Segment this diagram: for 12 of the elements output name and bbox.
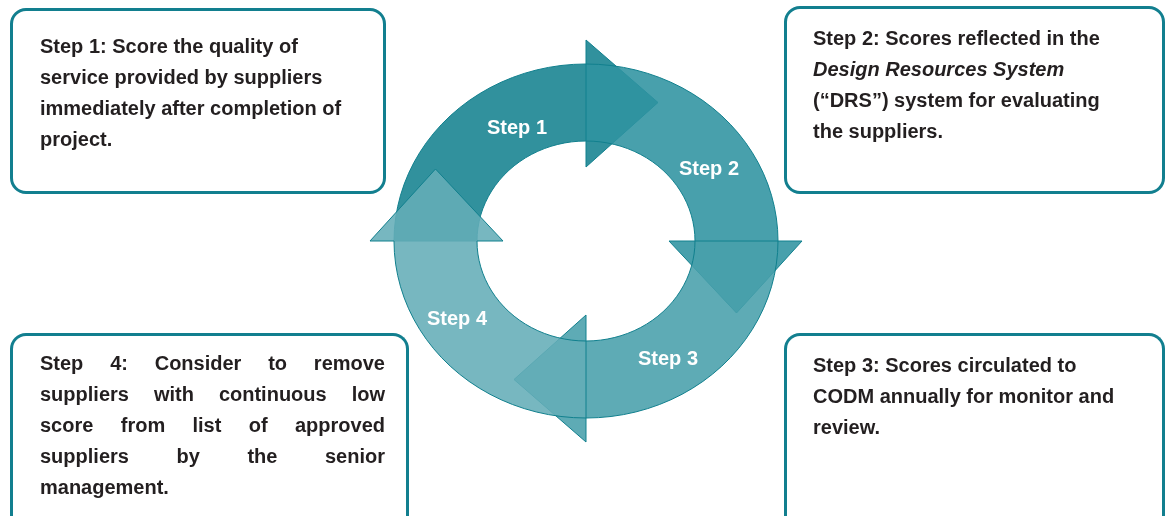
text-card: [784, 333, 1165, 516]
step-label: Step 2: [679, 156, 739, 180]
step-description: Step 3: Scores circulated to CODM annually for monitor and review.: [813, 353, 1116, 440]
text-card: [784, 6, 1165, 194]
step-label: Step 3: [638, 346, 698, 370]
step-label: Step 4: [427, 306, 487, 330]
step-description: Step 1: Score the quality of service provided by suppliers immediately after completion of project.: [40, 34, 343, 152]
text-card: [10, 8, 386, 194]
text-card: [10, 333, 409, 516]
step-description: Step 4: Consider to remove suppliers with continuous low score from list of approved suppliers by the senior management.: [40, 351, 385, 500]
step-description: Step 2: Scores reflected in the Design Resources System (“DRS”) system for evaluating the suppliers.: [813, 26, 1101, 144]
step-label: Step 1: [487, 115, 547, 139]
